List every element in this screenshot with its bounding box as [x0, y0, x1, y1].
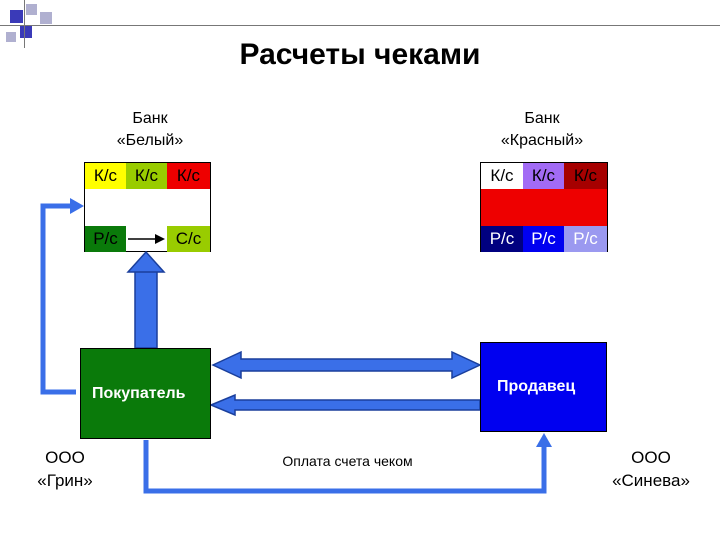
cheque-flow-arrow: [143, 433, 552, 494]
buyer-company-line1: ООО: [45, 448, 85, 467]
bank-red-cs-3: К/с: [564, 163, 607, 189]
bank-red-line1: Банк: [524, 110, 560, 127]
buyer-company: ООО «Грин»: [20, 446, 110, 492]
seller-box: Продавец: [480, 342, 607, 432]
bank-red-cs-1: К/с: [481, 163, 523, 189]
buyer-company-line2: «Грин»: [37, 471, 93, 490]
bank-white-rs: Р/с: [85, 226, 126, 252]
buyer-to-bank-arrow: [40, 198, 84, 395]
page-title: Расчеты чеками: [239, 38, 481, 71]
seller-company: ООО «Синева»: [596, 446, 706, 492]
bank-white-label: Банк «Белый»: [70, 108, 230, 152]
corner-square: [6, 32, 16, 42]
bank-white-cs-2: К/с: [126, 163, 167, 189]
bank-red-line2: «Красный»: [500, 132, 584, 149]
bank-white-line2: «Белый»: [116, 132, 184, 149]
bank-white-ss: С/с: [167, 226, 210, 252]
bank-white-block: [84, 162, 211, 252]
bank-red-cs-2: К/с: [523, 163, 564, 189]
bank-red-fill: [481, 189, 607, 226]
corner-line: [24, 0, 25, 48]
buyer-box: Покупатель: [80, 348, 211, 439]
corner-line: [0, 25, 720, 26]
payment-label: Оплата счета чеком: [282, 453, 413, 469]
corner-square: [40, 12, 52, 24]
bank-white-cs-1: К/с: [85, 163, 126, 189]
seller-to-buyer-arrow: [209, 393, 481, 417]
corner-square: [20, 26, 32, 38]
buyer-to-seller-arrow: [211, 350, 482, 380]
seller-label: Продавец: [497, 378, 576, 395]
seller-company-line2: «Синева»: [612, 471, 690, 490]
bank-white-cs-3: К/с: [167, 163, 210, 189]
seller-company-line1: ООО: [631, 448, 671, 467]
internal-arrow: [128, 234, 165, 244]
up-arrow: [126, 250, 166, 349]
corner-square: [10, 10, 23, 23]
buyer-label: Покупатель: [92, 385, 186, 402]
bank-red-label: Банк «Красный»: [462, 108, 622, 152]
corner-square: [26, 4, 37, 15]
bank-red-rs-3: Р/с: [564, 226, 607, 252]
bank-white-line1: Банк: [132, 110, 168, 127]
bank-red-rs-1: Р/с: [481, 226, 523, 252]
bank-red-rs-2: Р/с: [523, 226, 564, 252]
